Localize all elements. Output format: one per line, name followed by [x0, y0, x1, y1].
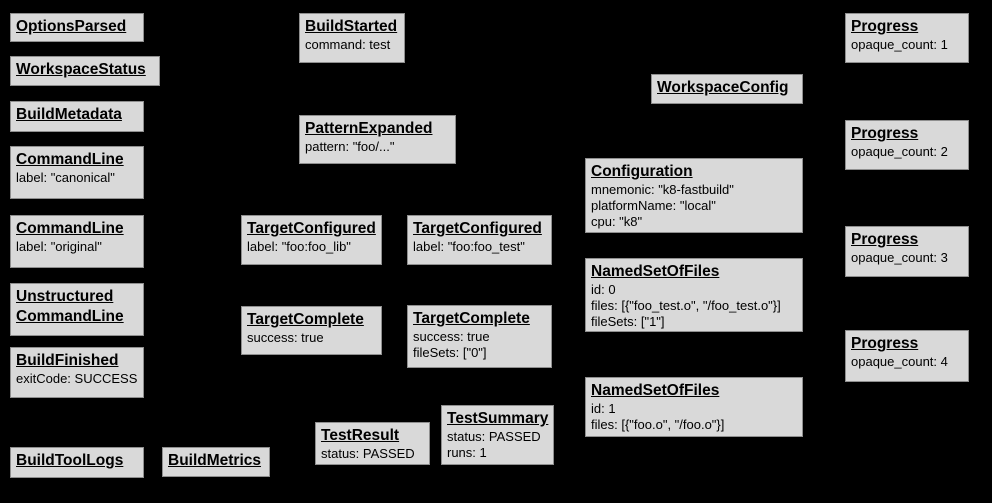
- node-command-line-canonical: CommandLine label: "canonical": [10, 146, 144, 199]
- node-attr: label: "original": [16, 239, 102, 254]
- node-title: BuildFinished: [16, 352, 119, 369]
- node-attr: cpu: "k8": [591, 214, 643, 229]
- node-progress-4: Progress opaque_count: 4: [845, 330, 969, 382]
- node-attr: status: PASSED: [321, 446, 415, 461]
- node-attr: runs: 1: [447, 445, 487, 460]
- node-title-line-1: Unstructured: [16, 288, 114, 305]
- node-attr: mnemonic: "k8-fastbuild": [591, 182, 734, 197]
- node-attr: opaque_count: 1: [851, 37, 948, 52]
- node-attr: label: "foo:foo_test": [413, 239, 525, 254]
- node-title: BuildToolLogs: [16, 452, 124, 469]
- node-attr: success: true: [413, 329, 490, 344]
- node-configuration: Configuration mnemonic: "k8-fastbuild" p…: [585, 158, 803, 233]
- node-test-result: TestResult status: PASSED: [315, 422, 430, 465]
- node-build-tool-logs: BuildToolLogs: [10, 447, 144, 478]
- node-pattern-expanded: PatternExpanded pattern: "foo/...": [299, 115, 456, 164]
- node-workspace-status: WorkspaceStatus: [10, 56, 160, 86]
- node-title: TargetConfigured: [413, 220, 542, 237]
- node-title: TargetComplete: [247, 311, 364, 328]
- node-attr: id: 0: [591, 282, 616, 297]
- node-attr: label: "foo:foo_lib": [247, 239, 351, 254]
- node-unstructured-command-line: Unstructured CommandLine: [10, 283, 144, 336]
- node-title: BuildMetrics: [168, 452, 262, 469]
- node-attr: label: "canonical": [16, 170, 115, 185]
- node-target-configured-foo-test: TargetConfigured label: "foo:foo_test": [407, 215, 552, 265]
- node-target-complete-foo-lib: TargetComplete success: true: [241, 306, 382, 355]
- node-title: Progress: [851, 18, 919, 35]
- node-title: CommandLine: [16, 220, 124, 237]
- node-title: CommandLine: [16, 151, 124, 168]
- node-attr: files: [{"foo_test.o", "/foo_test.o"}]: [591, 298, 781, 313]
- node-build-started: BuildStarted command: test: [299, 13, 405, 63]
- node-named-set-of-files-0: NamedSetOfFiles id: 0 files: [{"foo_test…: [585, 258, 803, 332]
- node-title: Progress: [851, 125, 919, 142]
- node-attr: command: test: [305, 37, 391, 52]
- node-target-configured-foo-lib: TargetConfigured label: "foo:foo_lib": [241, 215, 382, 265]
- node-title: NamedSetOfFiles: [591, 382, 720, 399]
- node-workspace-config: WorkspaceConfig: [651, 74, 803, 104]
- node-target-complete-foo-test: TargetComplete success: true fileSets: […: [407, 305, 552, 368]
- node-attr: opaque_count: 4: [851, 354, 948, 369]
- node-attr: opaque_count: 3: [851, 250, 948, 265]
- node-progress-1: Progress opaque_count: 1: [845, 13, 969, 63]
- node-title: Progress: [851, 231, 919, 248]
- node-command-line-original: CommandLine label: "original": [10, 215, 144, 268]
- node-title: WorkspaceStatus: [16, 61, 146, 78]
- node-title: WorkspaceConfig: [657, 79, 789, 96]
- node-attr: files: [{"foo.o", "/foo.o"}]: [591, 417, 725, 432]
- node-build-finished: BuildFinished exitCode: SUCCESS: [10, 347, 144, 398]
- node-attr: fileSets: ["1"]: [591, 314, 665, 329]
- node-title: Progress: [851, 335, 919, 352]
- node-title: NamedSetOfFiles: [591, 263, 720, 280]
- node-progress-3: Progress opaque_count: 3: [845, 226, 969, 277]
- node-progress-2: Progress opaque_count: 2: [845, 120, 969, 170]
- node-build-metadata: BuildMetadata: [10, 101, 144, 132]
- node-attr: success: true: [247, 330, 324, 345]
- node-title: TestSummary: [447, 410, 549, 427]
- node-title: BuildMetadata: [16, 106, 122, 123]
- node-attr: fileSets: ["0"]: [413, 345, 487, 360]
- node-options-parsed: OptionsParsed: [10, 13, 144, 42]
- node-title: PatternExpanded: [305, 120, 433, 137]
- node-attr: opaque_count: 2: [851, 144, 948, 159]
- node-test-summary: TestSummary status: PASSED runs: 1: [441, 405, 554, 465]
- node-attr: status: PASSED: [447, 429, 541, 444]
- node-attr: platformName: "local": [591, 198, 716, 213]
- node-named-set-of-files-1: NamedSetOfFiles id: 1 files: [{"foo.o", …: [585, 377, 803, 437]
- node-title-line-2: CommandLine: [16, 308, 124, 325]
- node-title: Configuration: [591, 163, 693, 180]
- node-title: TestResult: [321, 427, 400, 444]
- node-build-metrics: BuildMetrics: [162, 447, 270, 477]
- node-attr: exitCode: SUCCESS: [16, 371, 138, 386]
- node-title: TargetComplete: [413, 310, 530, 327]
- node-title: OptionsParsed: [16, 18, 127, 35]
- node-title: TargetConfigured: [247, 220, 376, 237]
- node-attr: id: 1: [591, 401, 616, 416]
- node-attr: pattern: "foo/...": [305, 139, 395, 154]
- node-title: BuildStarted: [305, 18, 398, 35]
